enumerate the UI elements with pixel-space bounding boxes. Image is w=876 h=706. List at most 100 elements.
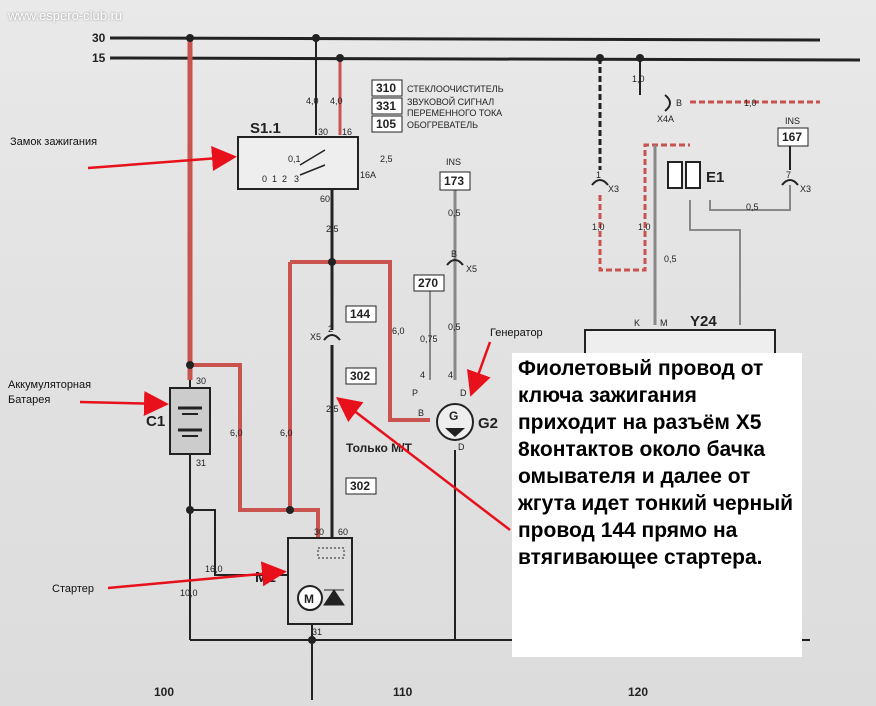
svg-text:2,5: 2,5	[326, 404, 339, 414]
svg-text:110: 110	[393, 685, 413, 699]
svg-text:0,5: 0,5	[448, 208, 461, 218]
svg-text:1: 1	[272, 174, 277, 184]
svg-text:0: 0	[262, 174, 267, 184]
svg-text:6,0: 6,0	[392, 326, 405, 336]
svg-text:ОБОГРЕВАТЕЛЬ: ОБОГРЕВАТЕЛЬ	[407, 120, 478, 130]
label-battery-1: Аккумуляторная	[8, 379, 91, 391]
battery-c1: C1 30 31	[146, 376, 211, 468]
generator-g2: G G2 4 4 P D B D	[412, 370, 498, 452]
svg-text:302: 302	[350, 369, 370, 383]
bus-30-label: 30	[92, 31, 106, 45]
svg-text:30: 30	[196, 376, 206, 386]
connectors: 2 X5 B X5 1 X3 7 X3 B X4A	[310, 94, 811, 342]
label-ignition-lock: Замок зажигания	[10, 136, 97, 148]
svg-text:INS: INS	[785, 116, 800, 126]
grid-numbers: 100 110 120	[154, 685, 648, 699]
s11-label: S1.1	[250, 120, 281, 137]
svg-text:СТЕКЛООЧИСТИТЕЛЬ: СТЕКЛООЧИСТИТЕЛЬ	[407, 84, 504, 94]
bus-30-line	[109, 36, 821, 42]
label-generator: Генератор	[490, 327, 543, 339]
svg-text:1,0: 1,0	[592, 222, 605, 232]
svg-text:1: 1	[596, 170, 601, 180]
svg-text:105: 105	[376, 117, 396, 131]
svg-text:16: 16	[342, 127, 352, 137]
svg-text:31: 31	[196, 458, 206, 468]
svg-text:144: 144	[350, 307, 370, 321]
svg-text:B: B	[418, 408, 424, 418]
svg-text:B: B	[676, 98, 682, 108]
arrow-generator	[467, 341, 492, 397]
annotation-labels: Замок зажигания Аккумуляторная Батарея С…	[8, 136, 543, 595]
svg-text:31: 31	[312, 627, 322, 637]
svg-text:D: D	[458, 442, 465, 452]
svg-text:1,0: 1,0	[632, 74, 645, 84]
svg-text:100: 100	[154, 685, 174, 699]
svg-text:2,5: 2,5	[380, 154, 393, 164]
ignition-switch-s1-1: S1.1 30 16 60 16A 0 1 2 0,1 3	[237, 120, 376, 204]
svg-text:6,0: 6,0	[280, 428, 293, 438]
svg-text:302: 302	[350, 479, 370, 493]
svg-text:167: 167	[782, 130, 802, 144]
svg-text:16,0: 16,0	[205, 564, 223, 574]
svg-text:331: 331	[376, 99, 396, 113]
bus-15-line	[109, 56, 861, 62]
svg-text:6,0: 6,0	[230, 428, 243, 438]
svg-text:30: 30	[318, 127, 328, 137]
arrow-battery	[79, 391, 169, 417]
arrow-starter	[107, 561, 287, 590]
svg-text:0,5: 0,5	[448, 322, 461, 332]
svg-text:16A: 16A	[360, 170, 376, 180]
svg-text:X4A: X4A	[657, 114, 674, 124]
svg-text:INS: INS	[446, 157, 461, 167]
label-starter: Стартер	[52, 583, 94, 595]
explanation-note: Фиолетовый провод от ключа зажигания при…	[512, 353, 802, 657]
svg-text:ПЕРЕМЕННОГО ТОКА: ПЕРЕМЕННОГО ТОКА	[407, 108, 502, 118]
svg-text:30: 30	[314, 527, 324, 537]
watermark: www.espero-club.ru	[8, 8, 123, 23]
main-wires	[186, 34, 820, 700]
svg-text:0,5: 0,5	[664, 254, 677, 264]
label-battery-2: Батарея	[8, 394, 50, 406]
svg-text:120: 120	[628, 685, 648, 699]
svg-text:0,5: 0,5	[746, 202, 759, 212]
svg-text:D: D	[460, 388, 467, 398]
svg-text:G2: G2	[478, 415, 498, 432]
bus-15-label: 15	[92, 51, 106, 65]
wire-labels: 4,0 4,0 2,5 2,5 2,5 6,0 6,0 6,0 16,0 10,…	[180, 74, 759, 598]
svg-text:0,75: 0,75	[420, 334, 438, 344]
svg-text:270: 270	[418, 276, 438, 290]
svg-text:ЗВУКОВОЙ СИГНАЛ: ЗВУКОВОЙ СИГНАЛ	[407, 96, 494, 107]
svg-text:4: 4	[420, 370, 425, 380]
svg-text:7: 7	[786, 170, 791, 180]
svg-text:M: M	[660, 318, 668, 328]
starter-m1: M M1 30 60 31	[255, 527, 353, 637]
svg-text:X5: X5	[466, 264, 477, 274]
svg-text:2: 2	[328, 324, 333, 334]
svg-text:173: 173	[444, 174, 464, 188]
power-buses: 30 15	[92, 31, 861, 65]
reference-boxes: 310 331 105 СТЕКЛООЧИСТИТЕЛЬ ЗВУКОВОЙ СИ…	[345, 79, 809, 495]
svg-text:Y24: Y24	[690, 313, 717, 330]
svg-text:60: 60	[320, 194, 330, 204]
svg-text:310: 310	[376, 81, 396, 95]
svg-text:K: K	[634, 318, 640, 328]
svg-text:X5: X5	[310, 332, 321, 342]
svg-text:0,1: 0,1	[288, 154, 301, 164]
svg-text:X3: X3	[608, 184, 619, 194]
svg-text:4,0: 4,0	[330, 96, 343, 106]
svg-text:X3: X3	[800, 184, 811, 194]
svg-text:2: 2	[282, 174, 287, 184]
arrow-ignition-lock	[87, 146, 237, 171]
svg-text:10,0: 10,0	[180, 588, 198, 598]
svg-text:60: 60	[338, 527, 348, 537]
svg-text:M: M	[304, 592, 314, 606]
svg-text:3: 3	[294, 174, 299, 184]
svg-text:4: 4	[448, 370, 453, 380]
svg-text:4,0: 4,0	[306, 96, 319, 106]
only-mt-label: Только М/Т	[346, 441, 412, 455]
annotation-arrows	[79, 146, 511, 590]
svg-text:1,0: 1,0	[744, 98, 757, 108]
charge-wire	[290, 260, 430, 422]
svg-text:P: P	[412, 388, 418, 398]
